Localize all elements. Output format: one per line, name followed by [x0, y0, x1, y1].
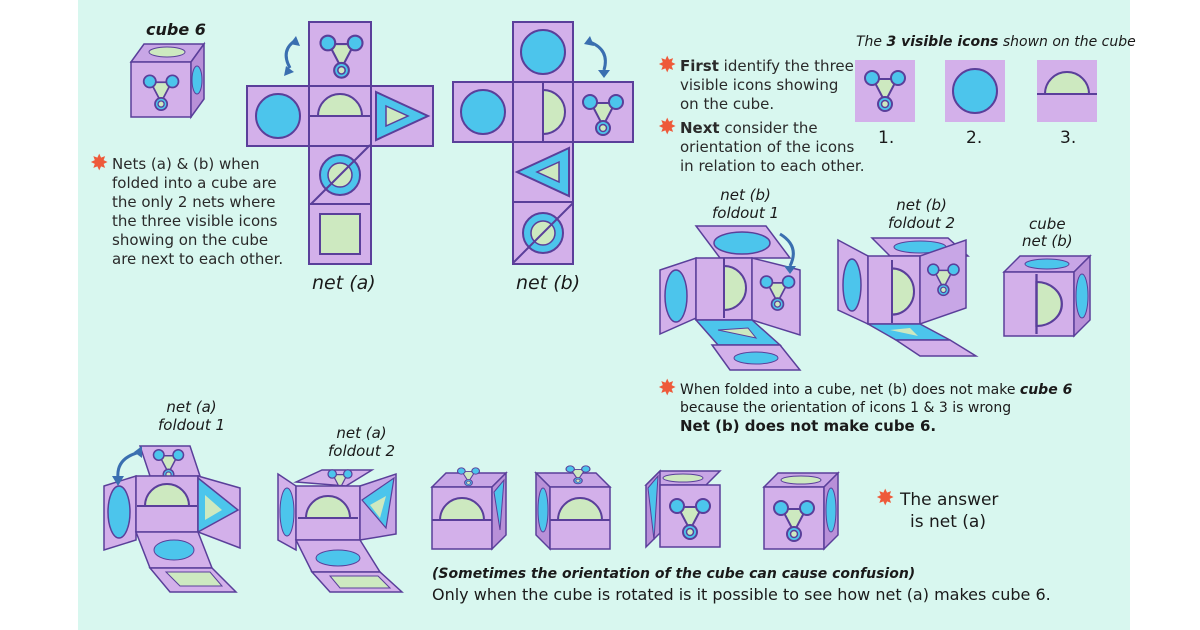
star-bullet-icon: ✸	[658, 376, 677, 401]
nets-note-line: Nets (a) & (b) when	[112, 155, 260, 173]
answer-line: is net (a)	[910, 512, 986, 532]
first-line: on the cube.	[680, 95, 775, 113]
first-bold: First	[680, 57, 719, 75]
star-bullet-icon: ✸	[90, 151, 109, 176]
icon-num-3: 3.	[1060, 128, 1077, 148]
next-line: orientation of the icons	[680, 138, 855, 156]
visible-icons-title: The 3 visible icons shown on the cube	[856, 34, 1136, 50]
cube-6	[129, 41, 206, 120]
icon-num-2: 2.	[966, 128, 983, 148]
cube-seq-3	[644, 469, 722, 549]
net-a-foldout-2	[277, 469, 404, 593]
nets-note: Nets (a) & (b) when folded into a cube a…	[112, 155, 283, 269]
next-line: consider the	[719, 119, 818, 137]
folded-note: When folded into a cube, net (b) does no…	[680, 381, 1072, 417]
next-line: in relation to each other.	[680, 157, 865, 175]
cube-seq-1	[430, 467, 508, 551]
answer-note: The answer is net (a)	[900, 489, 998, 533]
label-line: foldout 2	[328, 442, 396, 460]
cube6-label: cube 6	[146, 20, 206, 39]
label-line: net (b)	[720, 186, 771, 204]
first-line: identify the three	[718, 57, 854, 75]
star-bullet-icon: ✸	[876, 486, 895, 511]
folded-bold: cube 6	[1019, 382, 1073, 398]
label-line: foldout 2	[888, 214, 956, 232]
net-a-foldout2-label: net (a) foldout 2	[328, 424, 395, 460]
net-b-foldout-1	[659, 225, 802, 371]
netb-not-note: Net (b) does not make cube 6.	[680, 417, 937, 435]
icon-num-1: 1.	[878, 128, 895, 148]
net-b-foldout1-label: net (b) foldout 1	[712, 186, 779, 222]
rotated-note: Only when the cube is rotated is it poss…	[432, 585, 1051, 604]
visible-icons	[855, 60, 1098, 122]
net-a-foldout1-label: net (a) foldout 1	[158, 398, 225, 434]
label-line: net (b)	[896, 196, 947, 214]
label-line: cube	[1029, 215, 1066, 233]
folded-line2: because the orientation of icons 1 & 3 i…	[680, 400, 1012, 416]
cube-net-b-label: cube net (b)	[1022, 216, 1073, 250]
confusion-note: (Sometimes the orientation of the cube c…	[432, 566, 916, 582]
first-note: First identify the three visible icons s…	[680, 57, 854, 114]
nets-note-line: folded into a cube are	[112, 174, 277, 192]
net-b-label: net (b)	[516, 272, 581, 294]
label-line: net (a)	[166, 398, 217, 416]
label-line: net (b)	[1022, 232, 1073, 250]
label-line: net (a)	[336, 424, 387, 442]
next-bold: Next	[680, 119, 720, 137]
label-line: foldout 1	[712, 204, 780, 222]
cube-seq-4	[762, 471, 840, 551]
star-bullet-icon: ✸	[658, 115, 677, 140]
nets-note-line: showing on the cube	[112, 231, 269, 249]
title-post: shown on the cube	[998, 34, 1136, 50]
nets-note-line: are next to each other.	[112, 250, 284, 268]
nets-note-line: the only 2 nets where	[112, 193, 276, 211]
label-line: foldout 1	[158, 416, 226, 434]
title-pre: The	[856, 34, 887, 50]
cube-seq-2	[534, 465, 612, 551]
net-b-foldout-2	[837, 237, 979, 357]
nets-note-line: the three visible icons	[112, 212, 278, 230]
first-line: visible icons showing	[680, 76, 839, 94]
net-a-foldout-1	[103, 445, 241, 593]
star-bullet-icon: ✸	[658, 53, 677, 78]
net-b-foldout2-label: net (b) foldout 2	[888, 196, 955, 232]
cube-net-b	[1002, 254, 1092, 338]
net-a	[246, 21, 434, 265]
net-b	[452, 21, 634, 265]
next-note: Next consider the orientation of the ico…	[680, 119, 865, 176]
title-bold: 3 visible icons	[886, 34, 999, 50]
net-a-label: net (a)	[312, 272, 376, 294]
answer-line: The answer	[900, 490, 999, 510]
folded-text: When folded into a cube, net (b) does no…	[680, 382, 1020, 398]
